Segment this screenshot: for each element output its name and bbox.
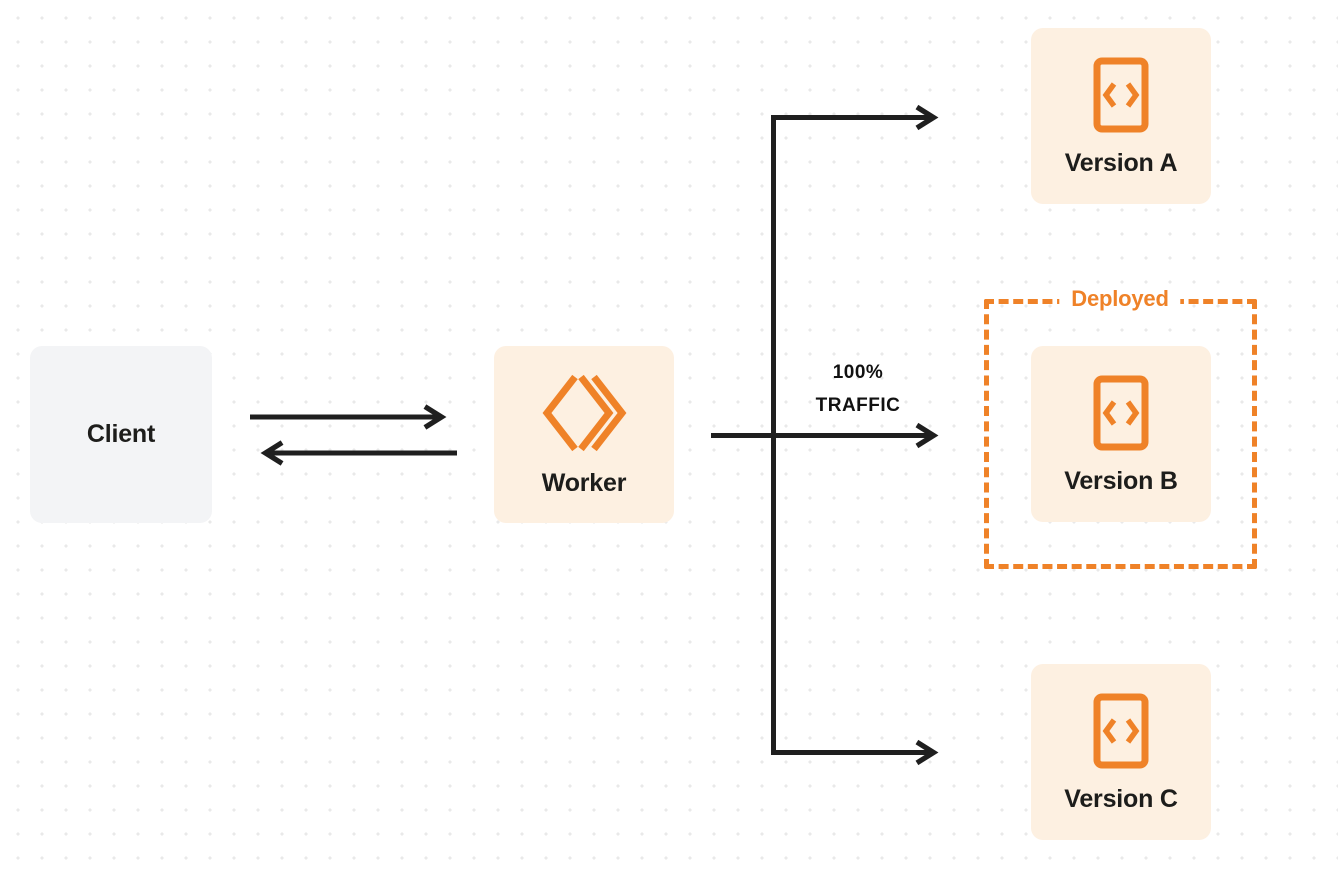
- code-icon: [1093, 693, 1149, 769]
- node-client[interactable]: Client: [30, 346, 212, 523]
- traffic-unit: TRAFFIC: [815, 395, 901, 417]
- traffic-label: 100% TRAFFIC: [816, 356, 901, 423]
- node-version-a-label: Version A: [1064, 148, 1178, 177]
- node-version-c[interactable]: Version C: [1031, 664, 1211, 840]
- node-version-a[interactable]: Version A: [1031, 28, 1211, 204]
- group-deployed-label: Deployed: [1059, 288, 1181, 310]
- node-version-b[interactable]: Version B: [1031, 346, 1211, 522]
- cloudflare-workers-logo-icon: [541, 373, 627, 453]
- traffic-percent: 100%: [832, 362, 884, 383]
- code-icon: [1093, 57, 1149, 133]
- node-version-c-label: Version C: [1064, 784, 1178, 813]
- node-client-label: Client: [86, 420, 156, 448]
- node-worker-label: Worker: [541, 469, 627, 497]
- node-version-b-label: Version B: [1064, 466, 1178, 495]
- code-icon: [1093, 375, 1149, 451]
- node-worker[interactable]: Worker: [494, 346, 674, 523]
